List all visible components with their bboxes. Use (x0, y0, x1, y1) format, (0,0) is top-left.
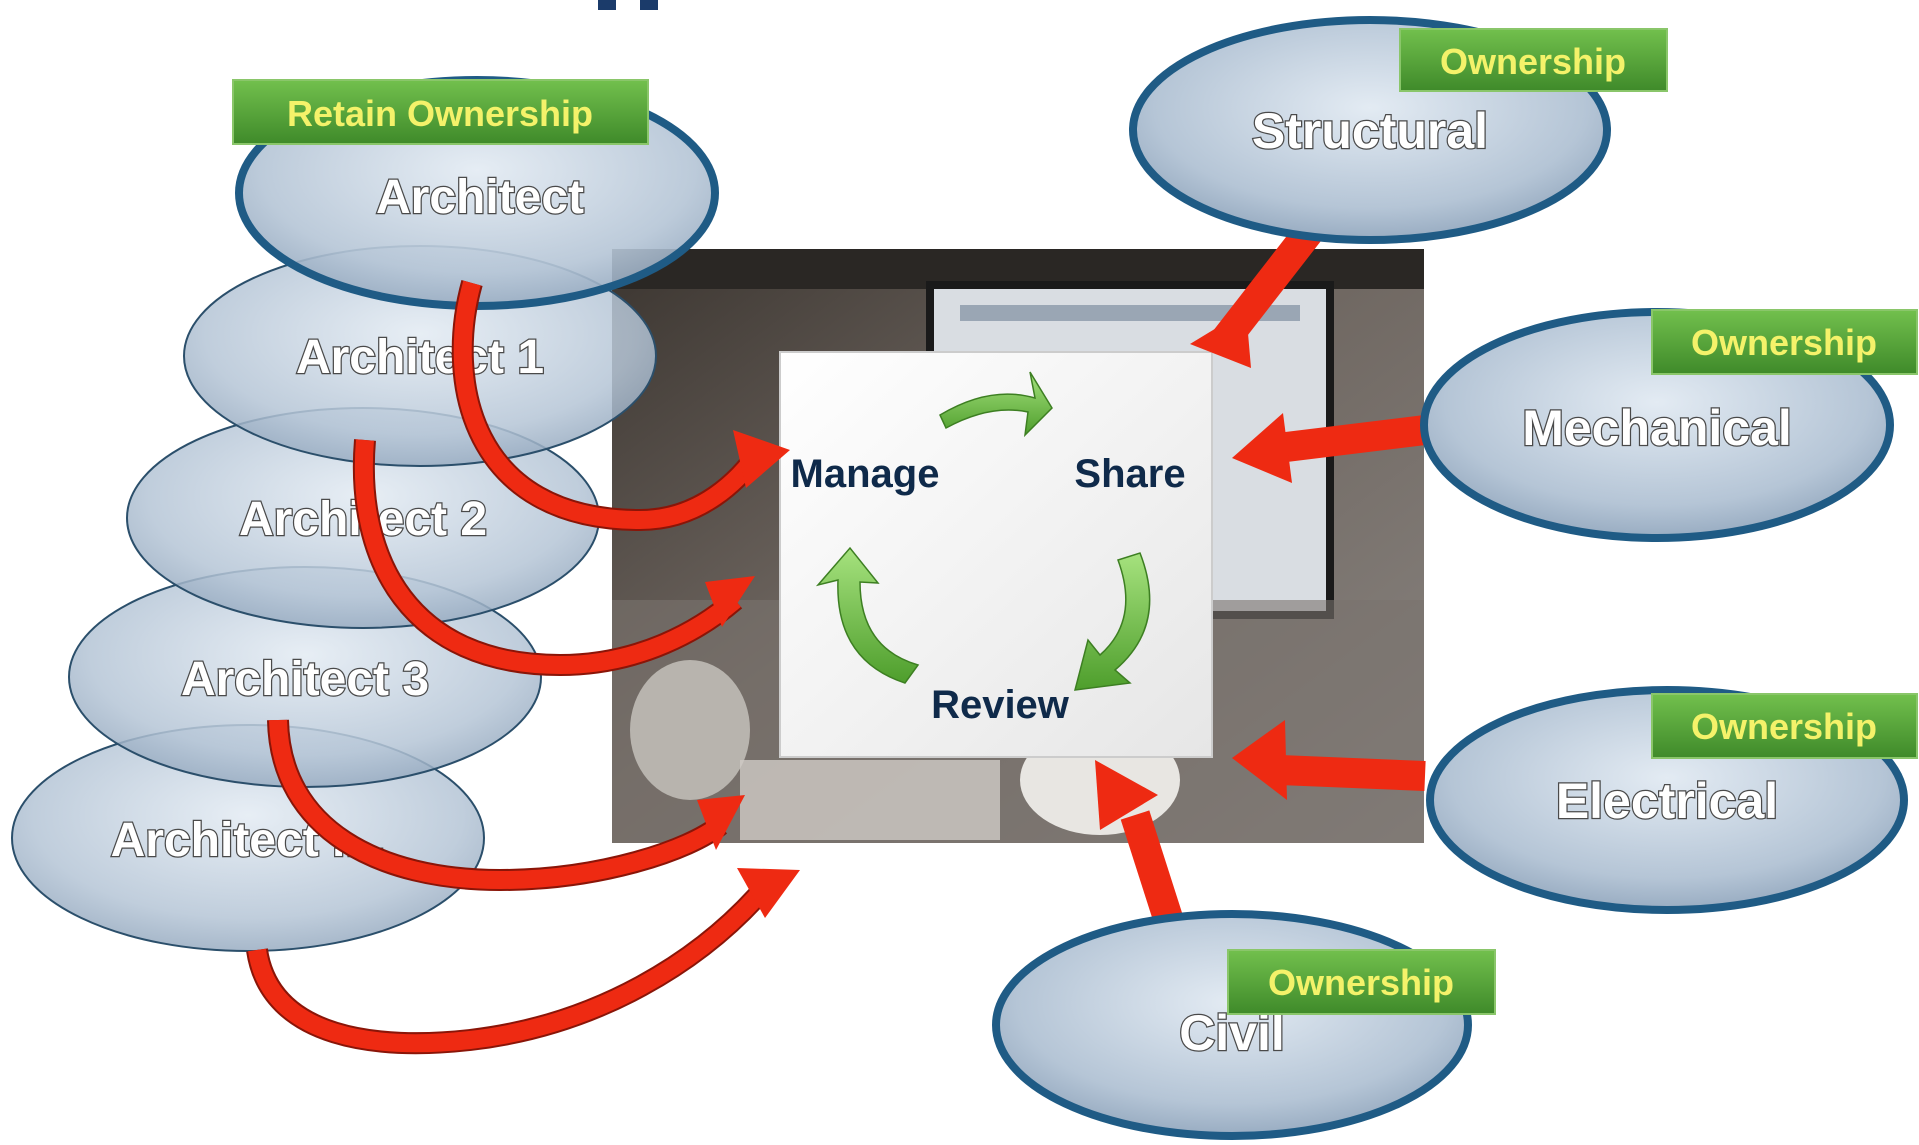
ownership-label-structural: Ownership (1440, 41, 1626, 82)
discipline-arrows (1095, 218, 1427, 945)
cycle-arrow-review-to-manage-icon (815, 546, 920, 684)
retain-ownership-tag: Retain Ownership (232, 79, 649, 145)
ownership-tag-civil: Ownership (1227, 949, 1496, 1015)
ownership-tag-structural: Ownership (1399, 28, 1668, 92)
retain-ownership-label: Retain Ownership (287, 93, 593, 134)
discipline-node-civil (992, 910, 1472, 1140)
cycle-arrow-share-to-review-icon (1073, 552, 1151, 691)
ownership-tag-electrical: Ownership (1651, 693, 1918, 759)
ownership-label-electrical: Ownership (1691, 706, 1877, 747)
cycle-arrow-manage-to-share-icon (939, 371, 1053, 438)
ownership-label-mechanical: Ownership (1691, 322, 1877, 363)
architect-arrows (246, 280, 800, 1055)
ownership-tag-mechanical: Ownership (1651, 309, 1918, 375)
ownership-label-civil: Ownership (1268, 962, 1454, 1003)
title-fragment (598, 0, 658, 10)
